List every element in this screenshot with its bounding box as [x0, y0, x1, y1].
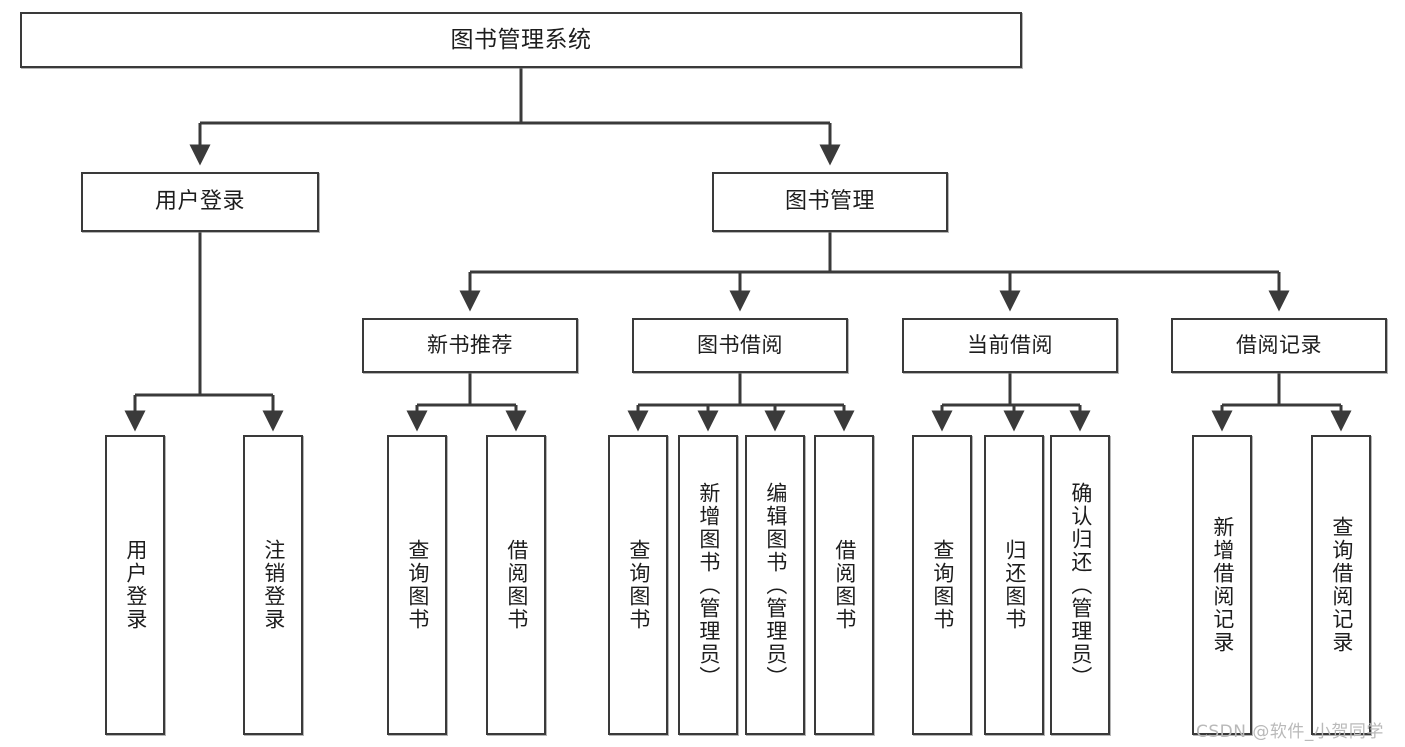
node-level3-2[interactable]: 图书借阅 — [632, 318, 848, 373]
node-leaf-12[interactable]: 新增借阅记录 — [1192, 435, 1252, 735]
node-level2-1-label: 用户登录 — [154, 189, 245, 215]
node-level3-1-label: 新书推荐 — [427, 333, 513, 358]
node-leaf-5-label: 查询图书 — [626, 539, 651, 631]
node-level3-2-label: 图书借阅 — [697, 333, 783, 358]
node-leaf-1[interactable]: 用户登录 — [105, 435, 165, 735]
node-leaf-9-label: 查询图书 — [930, 539, 955, 631]
node-leaf-13-label: 查询借阅记录 — [1329, 516, 1354, 654]
node-leaf-7[interactable]: 编辑图书（管理员） — [745, 435, 805, 735]
node-level3-4[interactable]: 借阅记录 — [1171, 318, 1387, 373]
node-leaf-8-label: 借阅图书 — [832, 539, 857, 631]
node-leaf-3[interactable]: 查询图书 — [387, 435, 447, 735]
node-level2-2-label: 图书管理 — [784, 189, 875, 215]
node-root[interactable]: 图书管理系统 — [20, 12, 1022, 68]
node-root-label: 图书管理系统 — [450, 26, 592, 53]
node-leaf-8[interactable]: 借阅图书 — [814, 435, 874, 735]
node-leaf-4-label: 借阅图书 — [504, 539, 529, 631]
node-leaf-13[interactable]: 查询借阅记录 — [1311, 435, 1371, 735]
node-leaf-3-label: 查询图书 — [405, 539, 430, 631]
node-leaf-7-label: 编辑图书（管理员） — [763, 481, 788, 689]
node-leaf-5[interactable]: 查询图书 — [608, 435, 668, 735]
node-level3-1[interactable]: 新书推荐 — [362, 318, 578, 373]
csdn-watermark: CSDN @软件_小贺同学 — [1196, 722, 1384, 742]
node-leaf-4[interactable]: 借阅图书 — [486, 435, 546, 735]
node-level2-1[interactable]: 用户登录 — [81, 172, 319, 232]
node-leaf-9[interactable]: 查询图书 — [912, 435, 972, 735]
node-level3-3[interactable]: 当前借阅 — [902, 318, 1118, 373]
node-leaf-10[interactable]: 归还图书 — [984, 435, 1044, 735]
node-leaf-6[interactable]: 新增图书（管理员） — [678, 435, 738, 735]
node-level2-2[interactable]: 图书管理 — [712, 172, 948, 232]
node-level3-3-label: 当前借阅 — [967, 333, 1053, 358]
node-leaf-11[interactable]: 确认归还（管理员） — [1050, 435, 1110, 735]
node-level3-4-label: 借阅记录 — [1236, 333, 1322, 358]
node-leaf-10-label: 归还图书 — [1002, 539, 1027, 631]
node-leaf-2[interactable]: 注销登录 — [243, 435, 303, 735]
node-leaf-6-label: 新增图书（管理员） — [696, 481, 721, 689]
node-leaf-2-label: 注销登录 — [261, 539, 286, 631]
node-leaf-12-label: 新增借阅记录 — [1210, 516, 1235, 654]
node-leaf-1-label: 用户登录 — [123, 539, 148, 631]
node-leaf-11-label: 确认归还（管理员） — [1068, 481, 1093, 689]
